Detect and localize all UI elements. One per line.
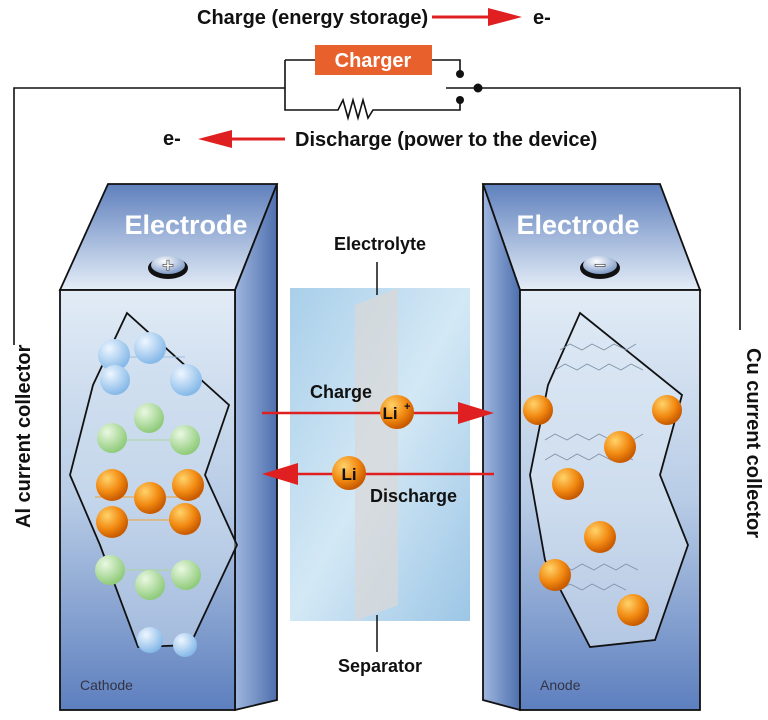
svg-text:−: −: [594, 255, 606, 277]
cathode-atoms: [95, 332, 204, 657]
switch-icon: [456, 70, 483, 104]
svg-text:+: +: [162, 255, 174, 277]
discharge-power-label: Discharge (power to the device): [295, 129, 597, 151]
negative-terminal-icon: −: [580, 255, 620, 279]
positive-terminal-icon: +: [148, 255, 188, 279]
electron-label-top: e-: [533, 7, 551, 29]
charge-ion-arrow-icon: [262, 402, 494, 424]
discharge-ion-arrow-icon: [262, 463, 494, 485]
anode-label: Anode: [540, 677, 581, 693]
li-plus-ion: Li +: [380, 395, 414, 429]
anode-graphite-layers: [529, 311, 689, 648]
li-ion: Li: [332, 456, 366, 490]
svg-text:Li: Li: [382, 404, 397, 423]
discharge-mid-label: Discharge: [370, 486, 457, 506]
charge-energy-storage-label: Charge (energy storage): [197, 7, 428, 29]
cathode-label: Cathode: [80, 677, 133, 693]
electrolyte-label: Electrolyte: [334, 234, 426, 254]
svg-text:Li: Li: [341, 465, 356, 484]
discharge-arrow-icon: [198, 130, 285, 148]
al-current-collector-label: Al current collector: [13, 344, 35, 528]
charge-mid-label: Charge: [310, 382, 372, 402]
charge-arrow-icon: [432, 8, 522, 26]
svg-text:+: +: [404, 401, 410, 413]
electrode-right-label: Electrode: [516, 210, 639, 240]
anode-lithium-atoms: [523, 395, 682, 626]
external-circuit: [13, 59, 741, 345]
charger-box: [315, 45, 432, 75]
cu-current-collector-label: Cu current collector: [742, 348, 764, 538]
separator-label: Separator: [338, 656, 422, 676]
electrode-left-label: Electrode: [124, 210, 247, 240]
electron-label-bottom: e-: [163, 128, 181, 150]
separator-membrane: [355, 288, 398, 621]
charger-label: Charger: [335, 50, 412, 72]
